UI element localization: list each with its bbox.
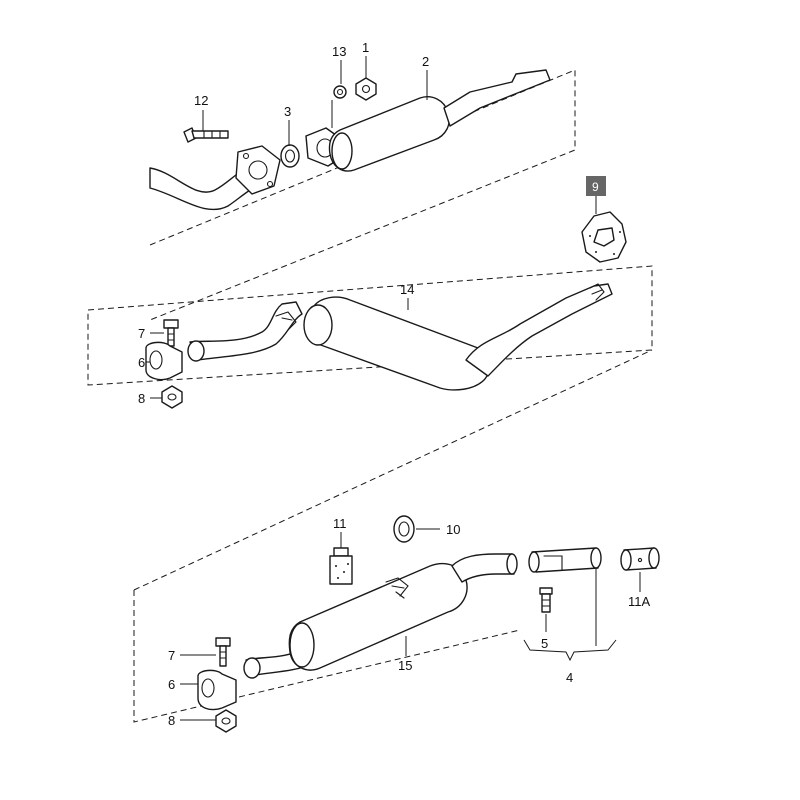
bolt-7-middle	[163, 319, 179, 347]
assembly-frame-lines	[87, 69, 653, 723]
callout-1: 1	[362, 40, 369, 55]
callout-6-middle: 6	[138, 355, 145, 370]
callout-8-bottom: 8	[168, 713, 175, 728]
callout-8-middle: 8	[138, 391, 145, 406]
callout-labels: 12 13 1 2 3 9 14 7 6 8 11 10 11A 5 15 4 …	[138, 40, 650, 728]
rubber-hanger-9	[581, 211, 627, 263]
nut-8-middle	[161, 385, 183, 409]
centre-silencer-14	[187, 283, 613, 391]
callout-10: 10	[446, 522, 460, 537]
leader-lines	[146, 56, 641, 721]
bolt-7-bottom	[215, 637, 231, 667]
callout-9: 9	[592, 180, 599, 194]
grommet-10	[393, 515, 415, 543]
callout-6-bottom: 6	[168, 677, 175, 692]
rear-silencer-15	[243, 553, 518, 679]
rubber-mount-11	[329, 547, 353, 585]
washer-13	[333, 85, 347, 99]
gasket-ring-3	[280, 144, 300, 168]
callout-2: 2	[422, 54, 429, 69]
bolt-5	[539, 587, 553, 613]
clamp-6-middle	[145, 341, 183, 381]
callout-15: 15	[398, 658, 412, 673]
bolt-12	[183, 127, 229, 143]
clamp-6-bottom	[197, 669, 237, 711]
nut-8-bottom	[215, 709, 237, 733]
callout-13: 13	[332, 44, 346, 59]
tail-pipe-trim-11a	[620, 547, 660, 571]
pre-silencer-2	[328, 69, 551, 172]
callout-11a: 11A	[628, 594, 650, 609]
front-pipe-assembly	[149, 145, 281, 211]
callout-3: 3	[284, 104, 291, 119]
callout-11: 11	[333, 516, 347, 531]
callout-14: 14	[400, 282, 414, 297]
callout-12: 12	[194, 93, 208, 108]
callout-5: 5	[541, 636, 548, 651]
tail-pipe-4	[528, 547, 602, 573]
callout-9-highlight	[586, 176, 606, 196]
nut-1	[355, 77, 377, 101]
callout-7-middle: 7	[138, 326, 145, 341]
callout-4: 4	[566, 670, 573, 685]
callout-7-bottom: 7	[168, 648, 175, 663]
